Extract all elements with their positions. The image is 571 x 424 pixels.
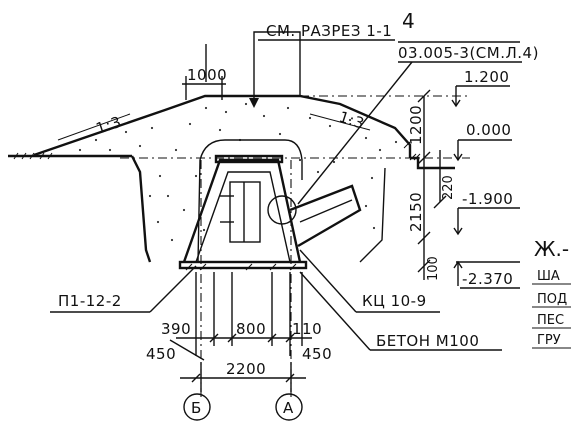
svg-text:450: 450 bbox=[146, 345, 176, 363]
svg-text:1200: 1200 bbox=[407, 105, 425, 145]
svg-text:110: 110 bbox=[292, 320, 322, 338]
svg-text:4: 4 bbox=[402, 9, 415, 33]
part-left-callout: П1-12-2 bbox=[50, 265, 197, 313]
svg-text:220: 220 bbox=[441, 175, 456, 200]
svg-text:Ж.-Б: Ж.-Б bbox=[534, 237, 571, 261]
slope-right: 1:3 bbox=[337, 108, 367, 133]
svg-text:100: 100 bbox=[426, 256, 441, 281]
svg-text:ГРУ: ГРУ bbox=[537, 333, 561, 348]
legend-fragment: Ж.-Б ША ПОД ПЕС ГРУ bbox=[532, 237, 571, 349]
axis-marker-b: Б bbox=[183, 393, 211, 421]
svg-text:1000: 1000 bbox=[187, 66, 227, 84]
svg-text:2150: 2150 bbox=[407, 192, 425, 232]
svg-text:Б: Б bbox=[191, 399, 202, 417]
svg-text:0.000: 0.000 bbox=[466, 121, 511, 139]
embankment bbox=[8, 94, 455, 263]
bottom-dimensions: 390 800 110 450 450 2200 bbox=[146, 272, 332, 392]
svg-text:1.200: 1.200 bbox=[464, 68, 509, 86]
elevation-marks: 1.200 0.000 -1.900 -2.370 bbox=[451, 68, 520, 289]
svg-text:-1.900: -1.900 bbox=[462, 190, 513, 208]
svg-text:03.005-3(СМ.Л.4): 03.005-3(СМ.Л.4) bbox=[398, 44, 539, 62]
axis-marker-a: А bbox=[275, 393, 303, 421]
svg-text:КЦ 10-9: КЦ 10-9 bbox=[362, 292, 427, 310]
svg-text:ПЕС: ПЕС bbox=[537, 313, 564, 328]
slope-left: 1:3 bbox=[94, 113, 124, 138]
svg-text:2200: 2200 bbox=[226, 360, 266, 378]
svg-text:А: А bbox=[283, 399, 294, 417]
svg-text:-2.370: -2.370 bbox=[462, 270, 513, 288]
svg-text:ША: ША bbox=[537, 269, 560, 284]
part-right-callout: КЦ 10-9 bbox=[299, 249, 440, 313]
callout-4: 4 03.005-3(СМ.Л.4) bbox=[297, 9, 539, 205]
section-cut-marker: СМ. РАЗРЕЗ 1-1 bbox=[205, 22, 395, 108]
svg-text:П1-12-2: П1-12-2 bbox=[58, 292, 122, 310]
well-structure bbox=[178, 139, 362, 271]
section-ref-label: СМ. РАЗРЕЗ 1-1 bbox=[266, 22, 392, 40]
svg-text:800: 800 bbox=[236, 320, 266, 338]
vertical-dimensions: 1200 2150 220 100 bbox=[407, 89, 456, 281]
dim-1000: 1000 bbox=[182, 66, 227, 100]
svg-text:450: 450 bbox=[302, 345, 332, 363]
concrete-callout: БЕТОН М100 bbox=[299, 271, 502, 351]
svg-text:390: 390 bbox=[161, 320, 191, 338]
svg-text:ПОД: ПОД bbox=[537, 292, 567, 307]
svg-text:БЕТОН М100: БЕТОН М100 bbox=[376, 332, 479, 350]
